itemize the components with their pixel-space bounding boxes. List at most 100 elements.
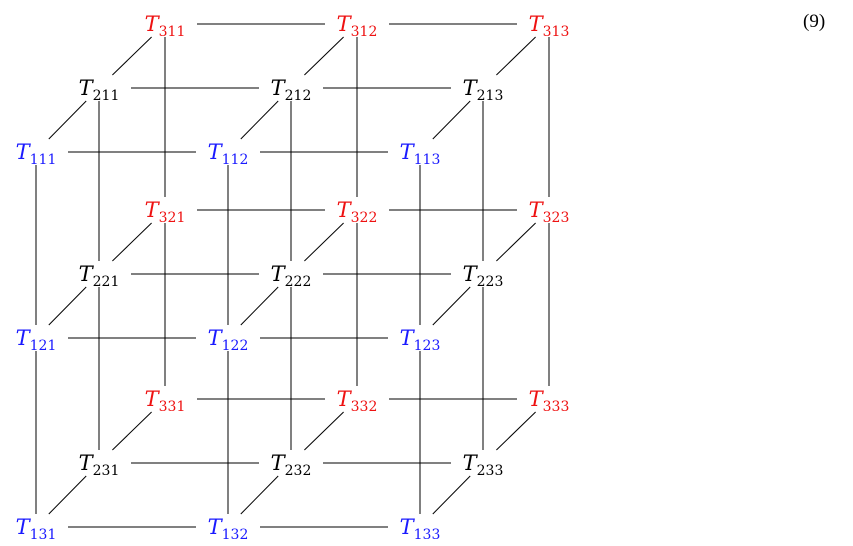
edge-233-333: [496, 411, 536, 451]
node-211: T211: [79, 76, 120, 104]
edge-132-232: [240, 475, 279, 515]
node-subscript: 132: [222, 527, 249, 543]
node-subscript: 112: [222, 152, 249, 168]
node-letter: T: [79, 262, 95, 286]
edge-231-331: [112, 411, 152, 451]
edge-222-322: [304, 222, 344, 262]
node-letter: T: [463, 451, 479, 475]
node-222: T222: [271, 262, 312, 290]
node-letter: T: [337, 387, 353, 411]
node-letter: T: [337, 198, 353, 222]
node-subscript: 312: [351, 24, 378, 40]
node-subscript: 331: [159, 399, 186, 415]
node-letter: T: [79, 76, 95, 100]
node-331: T331: [145, 387, 186, 415]
node-333: T333: [529, 387, 570, 415]
node-letter: T: [271, 451, 287, 475]
node-332: T332: [337, 387, 378, 415]
node-letter: T: [208, 515, 224, 539]
cube-edges: [35, 23, 550, 528]
node-233: T233: [463, 451, 504, 479]
node-letter: T: [529, 12, 545, 36]
node-letter: T: [271, 262, 287, 286]
edge-211-311: [112, 36, 152, 76]
node-subscript: 332: [351, 399, 378, 415]
node-112: T112: [208, 140, 249, 168]
node-311: T311: [145, 12, 186, 40]
node-121: T121: [16, 326, 57, 354]
node-letter: T: [145, 387, 161, 411]
edge-111-211: [48, 100, 87, 140]
edge-123-223: [432, 286, 471, 326]
node-212: T212: [271, 76, 312, 104]
edge-131-231: [48, 475, 87, 515]
node-subscript: 212: [285, 88, 312, 104]
node-223: T223: [463, 262, 504, 290]
node-123: T123: [400, 326, 441, 354]
node-letter: T: [271, 76, 287, 100]
node-subscript: 311: [159, 24, 186, 40]
node-113: T113: [400, 140, 441, 168]
node-letter: T: [400, 140, 416, 164]
node-subscript: 322: [351, 210, 378, 226]
node-letter: T: [463, 262, 479, 286]
node-111: T111: [16, 140, 57, 168]
edge-122-222: [240, 286, 279, 326]
node-321: T321: [145, 198, 186, 226]
node-subscript: 222: [285, 274, 312, 290]
node-letter: T: [16, 140, 32, 164]
node-132: T132: [208, 515, 249, 543]
node-subscript: 313: [543, 24, 570, 40]
node-letter: T: [400, 515, 416, 539]
node-131: T131: [16, 515, 57, 543]
node-letter: T: [145, 12, 161, 36]
node-122: T122: [208, 326, 249, 354]
node-231: T231: [79, 451, 120, 479]
edge-213-313: [496, 36, 536, 76]
node-subscript: 121: [30, 338, 57, 354]
node-subscript: 221: [93, 274, 120, 290]
equation-number: (9): [803, 11, 826, 32]
node-letter: T: [16, 515, 32, 539]
node-232: T232: [271, 451, 312, 479]
node-letter: T: [529, 387, 545, 411]
edge-112-212: [240, 100, 279, 140]
node-letter: T: [529, 198, 545, 222]
node-subscript: 213: [477, 88, 504, 104]
edge-223-323: [496, 222, 536, 262]
node-letter: T: [337, 12, 353, 36]
node-subscript: 113: [414, 152, 441, 168]
node-213: T213: [463, 76, 504, 104]
node-323: T323: [529, 198, 570, 226]
edge-232-332: [304, 411, 344, 451]
node-subscript: 211: [93, 88, 120, 104]
node-subscript: 123: [414, 338, 441, 354]
node-letter: T: [463, 76, 479, 100]
node-letter: T: [400, 326, 416, 350]
edge-212-312: [304, 36, 344, 76]
node-subscript: 321: [159, 210, 186, 226]
node-letter: T: [208, 326, 224, 350]
node-subscript: 333: [543, 399, 570, 415]
node-313: T313: [529, 12, 570, 40]
node-133: T133: [400, 515, 441, 543]
node-subscript: 122: [222, 338, 249, 354]
node-letter: T: [79, 451, 95, 475]
node-subscript: 131: [30, 527, 57, 543]
edge-133-233: [432, 475, 471, 515]
edge-113-213: [432, 100, 471, 140]
node-subscript: 133: [414, 527, 441, 543]
node-letter: T: [16, 326, 32, 350]
edge-121-221: [48, 286, 87, 326]
node-312: T312: [337, 12, 378, 40]
node-letter: T: [145, 198, 161, 222]
edge-221-321: [112, 222, 152, 262]
node-subscript: 232: [285, 463, 312, 479]
node-221: T221: [79, 262, 120, 290]
node-subscript: 223: [477, 274, 504, 290]
node-subscript: 111: [30, 152, 57, 168]
node-letter: T: [208, 140, 224, 164]
node-subscript: 233: [477, 463, 504, 479]
